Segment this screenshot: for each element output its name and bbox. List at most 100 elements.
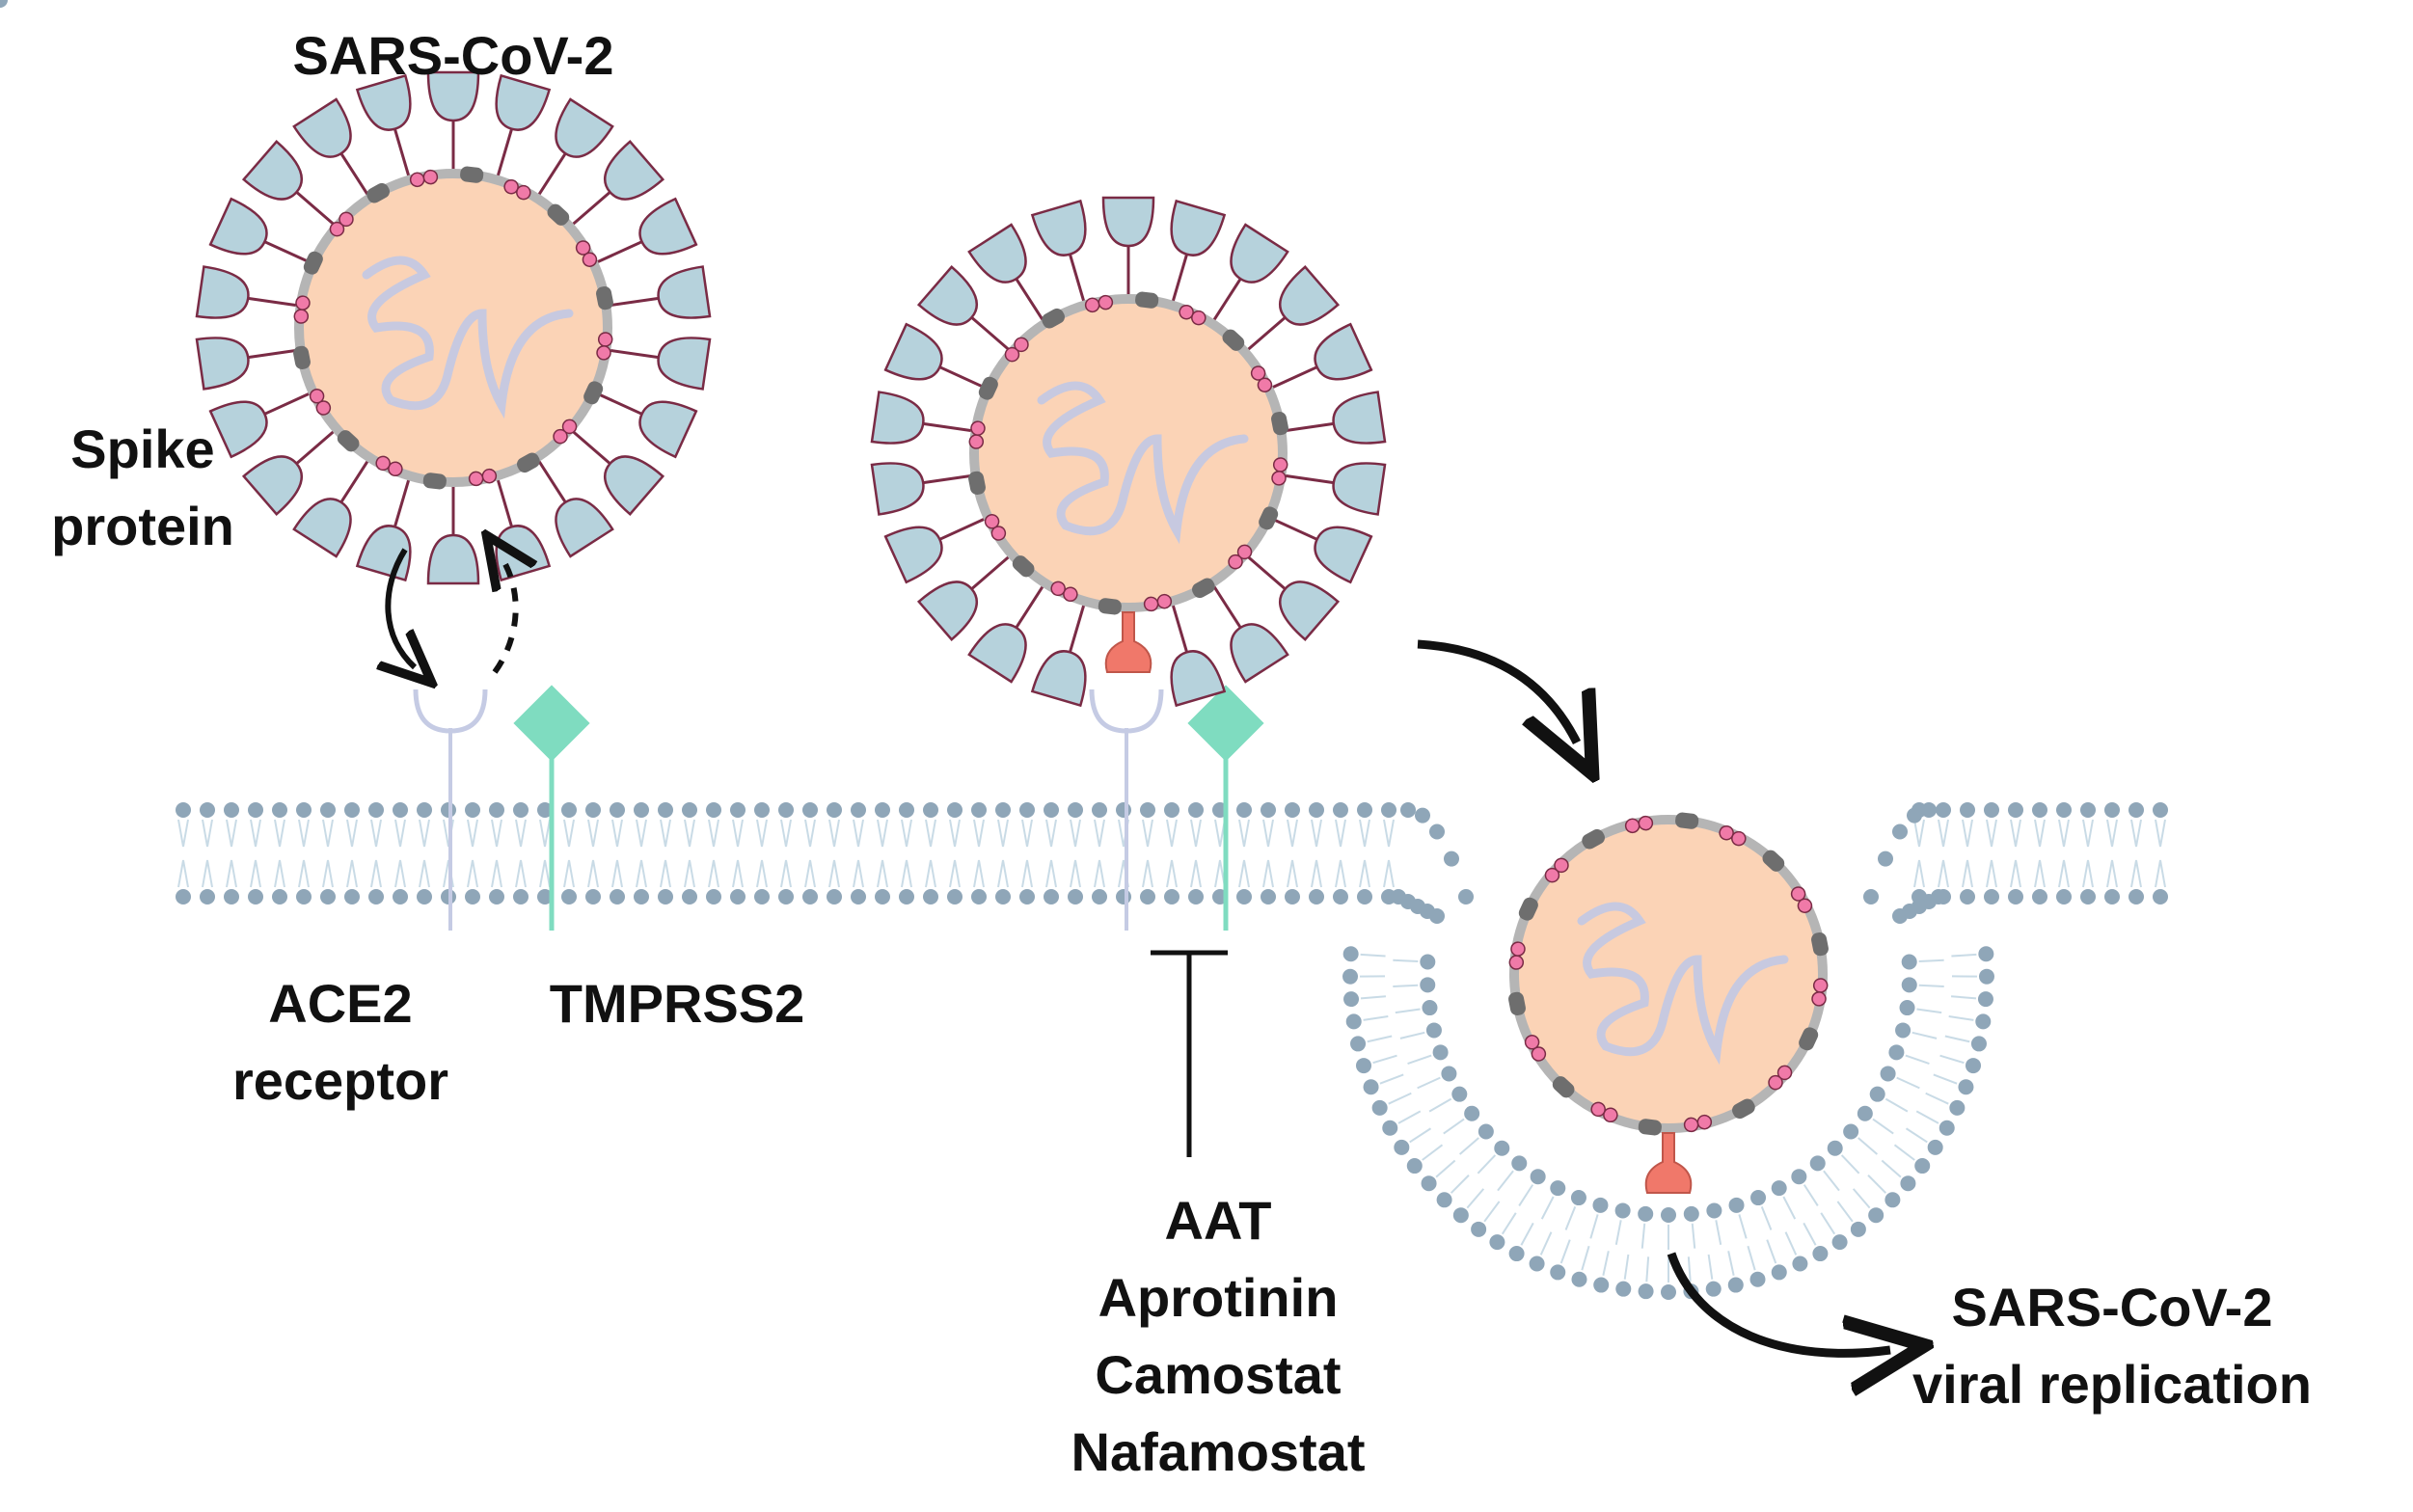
spike-stalk <box>592 391 643 416</box>
lipid-head <box>923 889 938 904</box>
lipid-head <box>1429 824 1445 840</box>
lipid-head <box>561 889 577 904</box>
lipid-head <box>1441 1066 1457 1082</box>
lipid-tail <box>1623 1254 1630 1280</box>
lipid-tail <box>1820 1212 1836 1235</box>
lipid-head <box>1261 802 1276 818</box>
ace2-label-2: receptor <box>232 1050 448 1111</box>
lipid-tail <box>1784 1231 1798 1256</box>
lipid-tail <box>1986 859 1997 888</box>
membrane-protein-body <box>1675 812 1699 829</box>
lipid-tail <box>2034 859 2046 888</box>
lipid-head <box>1394 1139 1410 1155</box>
spike-stalk <box>495 128 514 180</box>
lipid-head <box>296 889 312 904</box>
lipid-tail <box>1707 1254 1714 1280</box>
viral-rna <box>1577 902 1789 1066</box>
lipid-tail <box>1645 1256 1650 1282</box>
lipid-head <box>1615 1281 1632 1297</box>
ace2-receptor-cup <box>413 688 488 734</box>
envelope-protein <box>1524 1035 1547 1062</box>
lipid-tail <box>2130 859 2142 888</box>
membrane-protein-body <box>1192 578 1215 599</box>
lipid-head <box>2104 889 2120 904</box>
lipid-tail <box>780 819 792 848</box>
membrane-protein <box>1799 1027 1819 1051</box>
lipid-tail <box>1640 1223 1646 1249</box>
envelope-protein-lobe <box>1014 337 1029 353</box>
lipid-head <box>1116 802 1131 818</box>
spike-protein <box>967 223 1027 284</box>
lipid-head <box>1140 802 1155 818</box>
envelope-protein <box>293 295 311 324</box>
lipid-tail <box>1852 1188 1871 1209</box>
lipid-head <box>2056 802 2072 818</box>
lipid-head <box>344 889 360 904</box>
lipid-tail <box>1520 1222 1534 1246</box>
membrane-protein-body <box>303 251 323 275</box>
membrane-protein-body <box>1762 850 1785 872</box>
lipid-head <box>1164 889 1179 904</box>
lipid-tail <box>322 859 334 888</box>
lipid-head <box>971 889 987 904</box>
envelope-protein <box>1084 294 1114 313</box>
lipid-tail <box>1466 1188 1485 1209</box>
lipid-tail <box>1417 1076 1441 1090</box>
membrane-protein-body <box>978 376 998 400</box>
envelope-protein-lobe <box>1811 991 1827 1007</box>
membrane-protein <box>1098 598 1122 615</box>
ace2-label-1: ACE2 <box>268 973 412 1034</box>
spike-stalk <box>922 421 976 433</box>
envelope-protein-lobe <box>1683 1117 1699 1133</box>
lipid-head <box>1888 1044 1905 1061</box>
spike-protein <box>870 391 925 445</box>
membrane-protein <box>1222 329 1245 351</box>
cell-membrane <box>0 0 2168 1300</box>
lipid-head <box>1381 802 1396 818</box>
lipid-tail <box>515 859 527 888</box>
membrane-protein <box>547 203 570 226</box>
lipid-head <box>1444 850 1459 867</box>
envelope-protein <box>1544 857 1569 883</box>
lipid-head <box>200 889 215 904</box>
lipid-head <box>1661 1207 1676 1223</box>
spike-protein <box>1230 223 1289 284</box>
spike-protein <box>1314 322 1373 381</box>
lipid-head <box>1044 889 1059 904</box>
lipid-head <box>1571 1271 1587 1287</box>
lipid-head <box>1960 889 1975 904</box>
envelope-protein <box>309 389 332 416</box>
lipid-tail <box>901 859 912 888</box>
spike-protein <box>1332 462 1387 516</box>
membrane-protein <box>596 286 613 310</box>
envelope-protein <box>1050 580 1078 603</box>
tmprss2-protease <box>1187 685 1264 762</box>
lipid-head <box>1939 1120 1955 1136</box>
lipid-head <box>1343 991 1360 1008</box>
lipid-tail <box>587 859 599 888</box>
lipid-head <box>802 889 818 904</box>
lipid-tail <box>1372 1054 1397 1065</box>
lipid-head <box>1478 1123 1494 1140</box>
virus-envelope <box>969 294 1288 612</box>
lipid-head <box>2080 889 2096 904</box>
lipid-head <box>1140 889 1155 904</box>
lipid-head <box>1285 889 1300 904</box>
lipid-head <box>1261 889 1276 904</box>
membrane-protein-body <box>1732 1098 1755 1120</box>
membrane-protein <box>1012 555 1035 578</box>
envelope-protein <box>409 169 439 188</box>
membrane-protein <box>1192 578 1215 599</box>
lipid-head <box>1285 802 1300 818</box>
lipid-head <box>1984 802 1999 818</box>
lipid-tail <box>1483 1201 1501 1223</box>
lipid-tail <box>1687 1256 1692 1282</box>
membrane-protein-body <box>1799 1027 1819 1051</box>
spike-stalk <box>263 391 314 416</box>
membrane-protein <box>1811 932 1829 957</box>
spike-protein <box>603 455 665 516</box>
lipid-tail <box>587 819 599 848</box>
lipid-tail <box>250 859 261 888</box>
lipid-tail <box>949 859 961 888</box>
